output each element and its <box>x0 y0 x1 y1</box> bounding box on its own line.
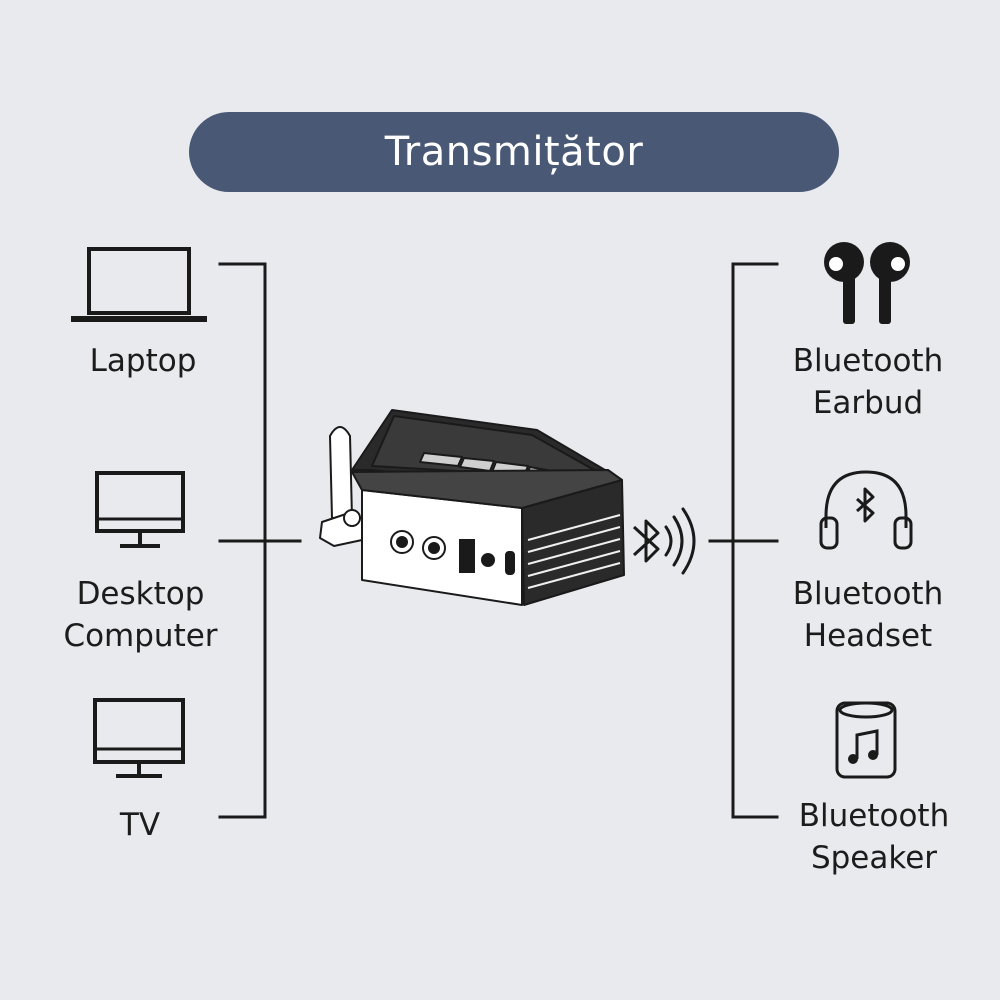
desktop-label: Desktop Computer <box>63 576 218 654</box>
desktop-monitor-icon <box>95 471 185 548</box>
tv-label: TV <box>119 807 161 843</box>
bluetooth-signal-icon <box>632 507 696 575</box>
speaker-label: Bluetooth Speaker <box>798 798 950 876</box>
earbud-label: Bluetooth Earbud <box>792 343 944 421</box>
tv-icon <box>93 698 185 778</box>
bluetooth-transmitter-device <box>319 409 625 606</box>
earbuds-icon <box>824 242 910 324</box>
headset-label: Bluetooth Headset <box>792 576 944 654</box>
page-title: Transmițător <box>384 129 644 175</box>
title-banner: Transmițător <box>189 112 839 192</box>
speaker-music-icon <box>835 701 897 779</box>
laptop-icon <box>71 247 207 322</box>
bluetooth-headset-icon <box>819 470 913 550</box>
laptop-label: Laptop <box>89 343 197 379</box>
